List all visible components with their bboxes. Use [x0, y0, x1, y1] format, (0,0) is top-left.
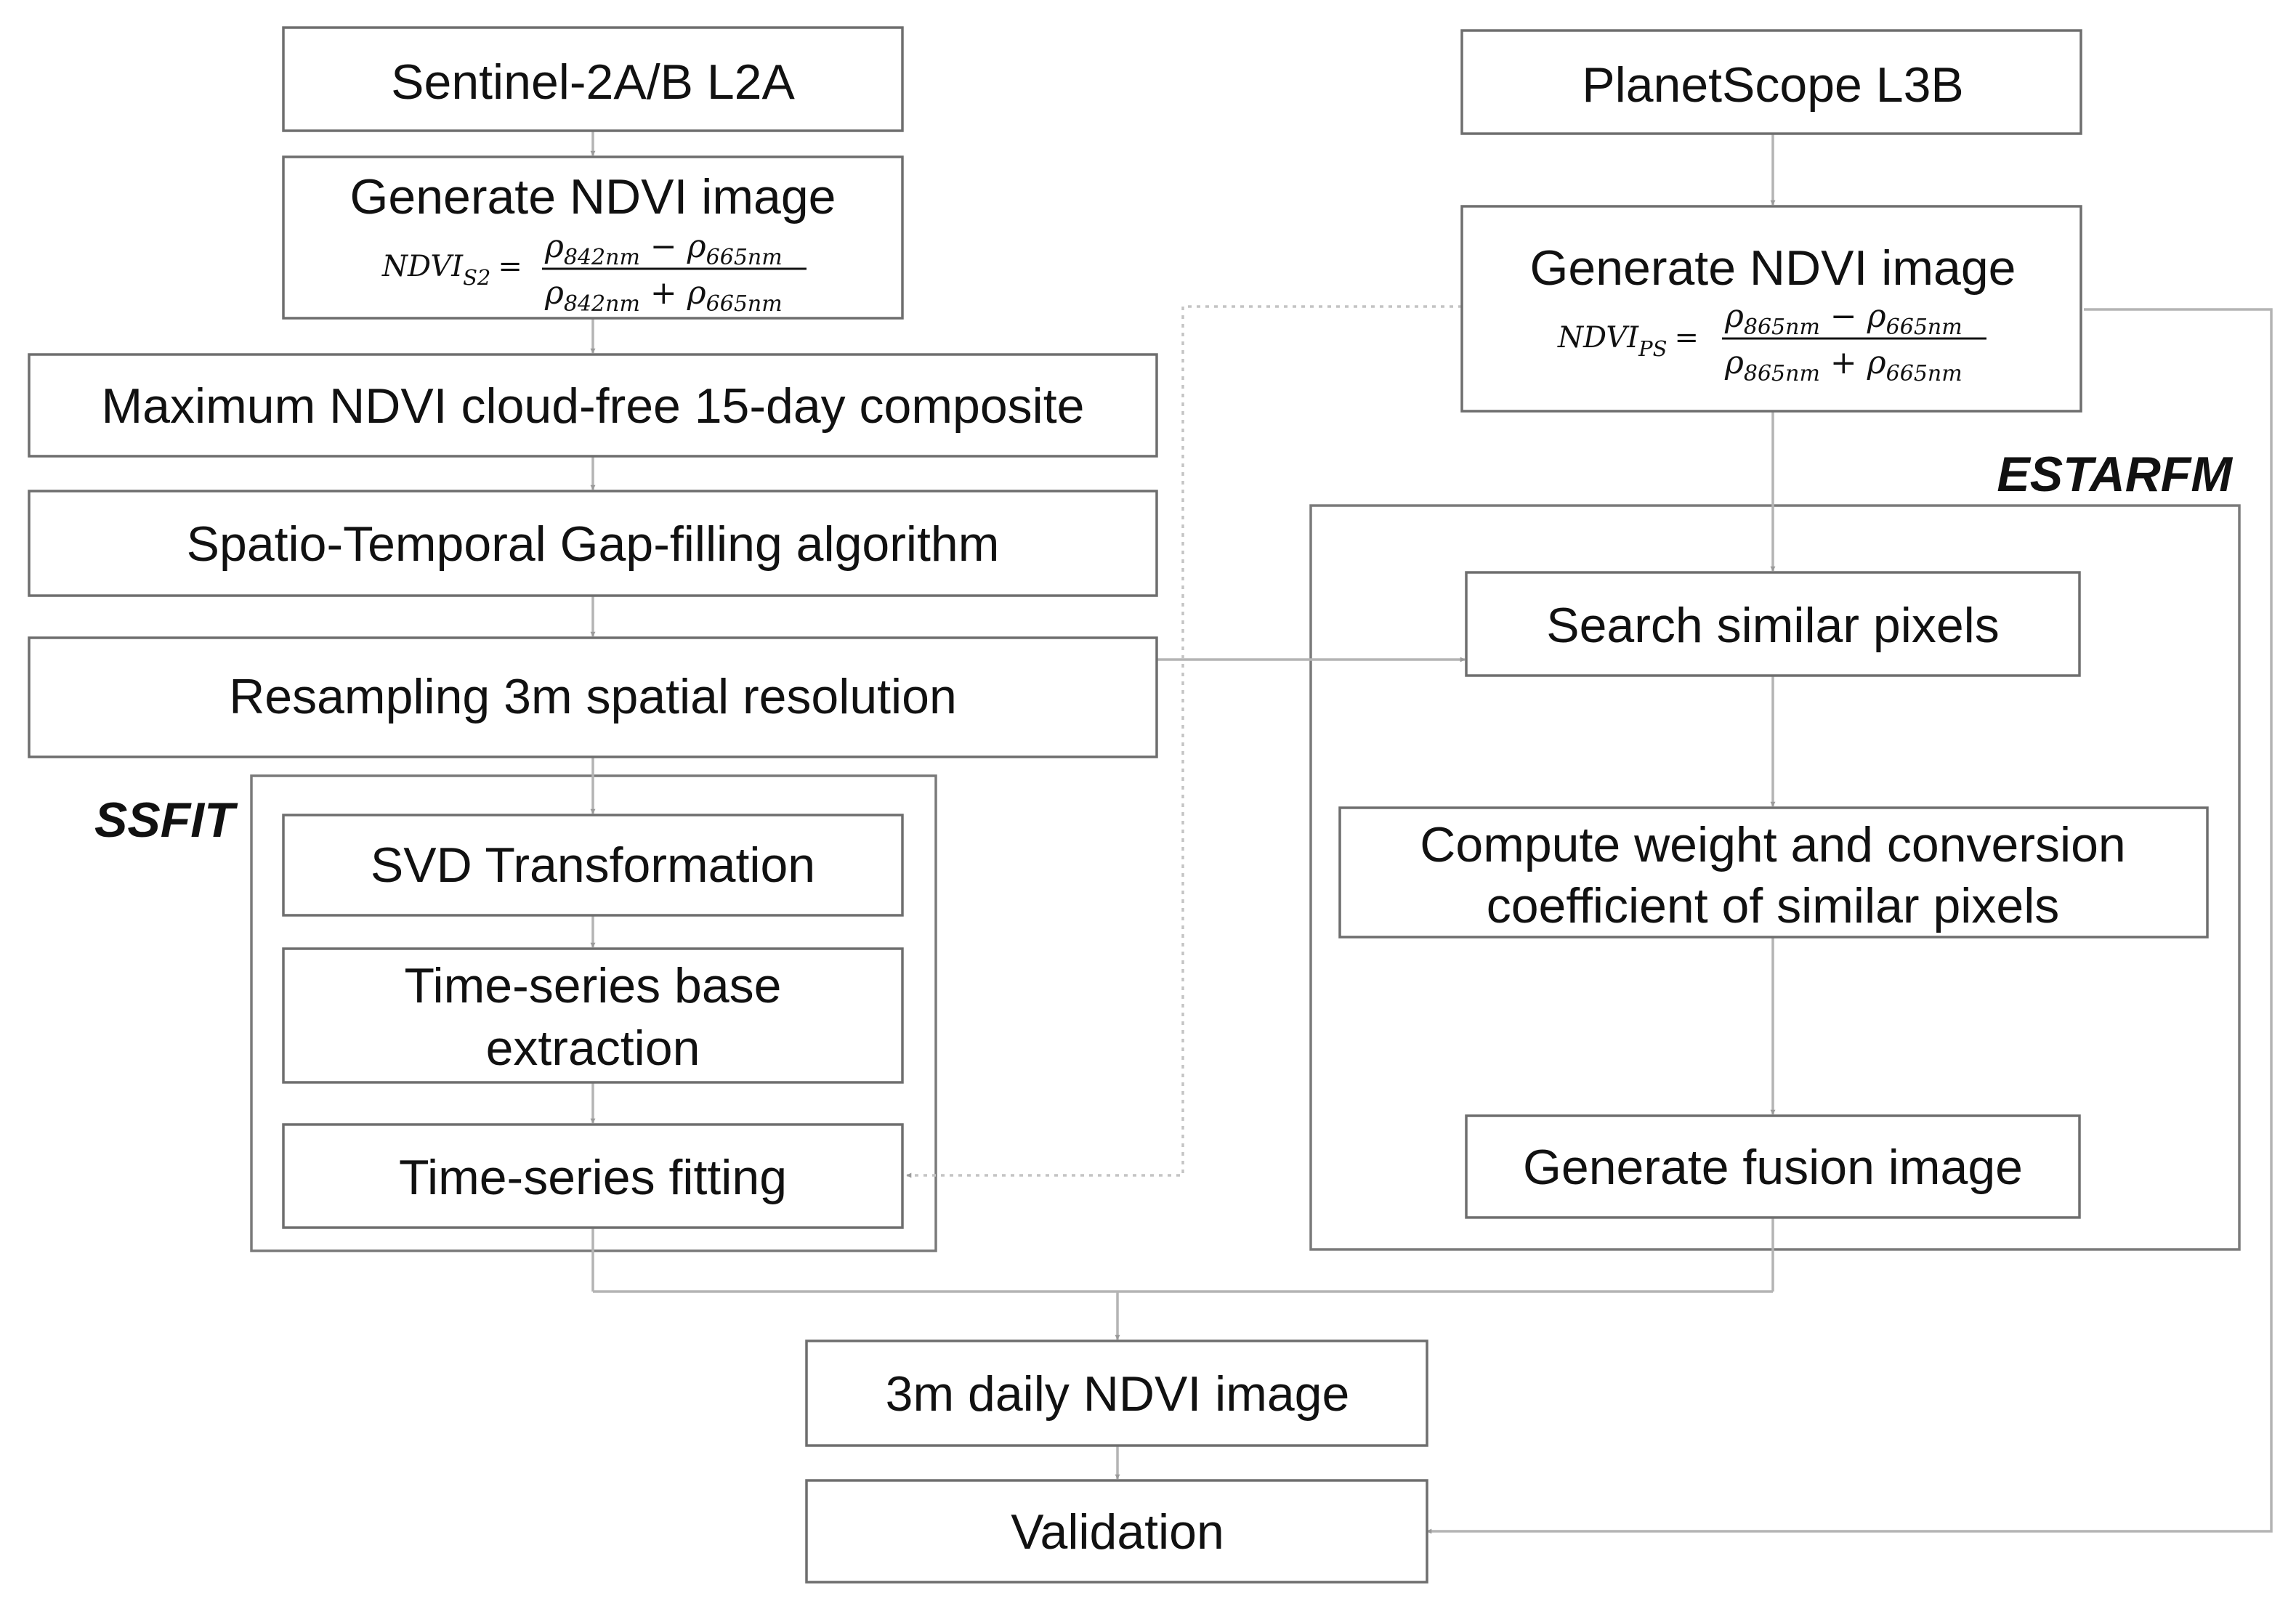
node-weight-label-2: coefficient of similar pixels: [1487, 878, 2060, 933]
node-base-extraction-label-1: Time-series base: [405, 958, 782, 1013]
svg-text:NDVIPS=: NDVIPS=: [1557, 321, 1699, 361]
node-s2-source-label: Sentinel-2A/B L2A: [391, 54, 795, 110]
node-gap-filling: Spatio-Temporal Gap-filling algorithm: [28, 490, 1158, 597]
ndvi-ps-formula: NDVIPS= ρ865nm−ρ665nm ρ865nm+ρ665nm: [1557, 298, 1986, 386]
node-validation-label: Validation: [1011, 1504, 1224, 1560]
node-s2-source: Sentinel-2A/B L2A: [282, 26, 904, 132]
connectors: [590, 131, 2273, 1534]
node-base-extraction: Time-series base extraction: [282, 947, 904, 1084]
node-svd: SVD Transformation: [282, 814, 904, 917]
svg-text:NDVIS2=: NDVIS2=: [381, 250, 522, 290]
svg-text:ρ865nm−ρ665nm: ρ865nm−ρ665nm: [1724, 298, 1962, 340]
node-ps-source: PlanetScope L3B: [1460, 29, 2082, 135]
node-validation: Validation: [805, 1479, 1428, 1584]
node-resampling-label: Resampling 3m spatial resolution: [229, 669, 957, 724]
estarfm-group: [1309, 504, 2241, 1251]
svg-text:ρ842nm+ρ665nm: ρ842nm+ρ665nm: [544, 275, 783, 317]
node-max-composite: Maximum NDVI cloud-free 15-day composite: [28, 353, 1158, 458]
node-fitting: Time-series fitting: [282, 1123, 904, 1229]
arrow-ps-ndvi-to-validation: [1426, 308, 2273, 1534]
node-weight-label-1: Compute weight and conversion: [1420, 817, 2125, 872]
node-s2-ndvi-label: Generate NDVI image: [350, 169, 836, 224]
svg-text:ρ865nm+ρ665nm: ρ865nm+ρ665nm: [1724, 344, 1962, 386]
node-daily-ndvi-label: 3m daily NDVI image: [886, 1366, 1350, 1422]
node-ps-source-label: PlanetScope L3B: [1582, 57, 1964, 113]
node-ps-ndvi-label: Generate NDVI image: [1530, 240, 2016, 296]
node-resampling: Resampling 3m spatial resolution: [28, 636, 1158, 758]
ssfit-group-label: SSFIT: [94, 793, 238, 848]
node-fitting-label: Time-series fitting: [399, 1150, 787, 1205]
node-search-label: Search similar pixels: [1546, 598, 2000, 653]
svg-text:ρ842nm−ρ665nm: ρ842nm−ρ665nm: [544, 228, 783, 270]
node-search: Search similar pixels: [1465, 571, 2081, 677]
node-max-composite-label: Maximum NDVI cloud-free 15-day composite: [102, 378, 1085, 434]
node-s2-ndvi: Generate NDVI image NDVIS2= ρ842nm−ρ665n…: [282, 155, 904, 320]
ndvi-s2-formula: NDVIS2= ρ842nm−ρ665nm ρ842nm+ρ665nm: [381, 228, 807, 317]
node-ps-ndvi: Generate NDVI image NDVIPS= ρ865nm−ρ665n…: [1460, 205, 2082, 413]
arrow-ps-ndvi-to-fitting: [906, 305, 1462, 1178]
node-daily-ndvi: 3m daily NDVI image: [805, 1339, 1428, 1447]
node-fusion: Generate fusion image: [1465, 1114, 2081, 1219]
node-fusion-label: Generate fusion image: [1523, 1140, 2023, 1195]
node-base-extraction-label-2: extraction: [486, 1021, 700, 1076]
node-gap-filling-label: Spatio-Temporal Gap-filling algorithm: [187, 516, 1000, 572]
node-svd-label: SVD Transformation: [371, 838, 815, 893]
estarfm-group-label: ESTARFM: [1997, 447, 2233, 502]
node-weight: Compute weight and conversion coefficien…: [1338, 806, 2209, 939]
